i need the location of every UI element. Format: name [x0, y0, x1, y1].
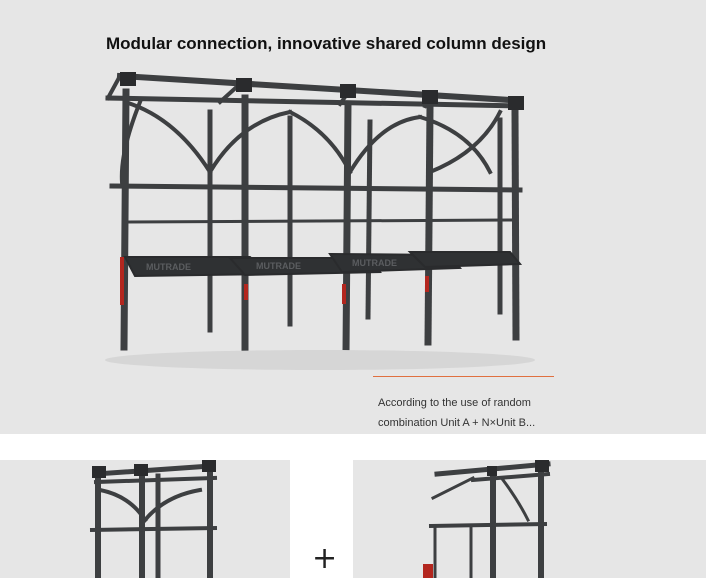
- hero-title: Modular connection, innovative shared co…: [106, 34, 547, 53]
- unit-a-panel: [0, 460, 290, 578]
- unit-b-image: [423, 460, 551, 578]
- brand-mark: MUTRADE: [352, 258, 397, 268]
- caption-line: According to the use of random: [378, 397, 531, 409]
- parking-system-image: MUTRADE MUTRADE MUTRADE: [105, 72, 535, 370]
- unit-b-panel: [353, 460, 706, 578]
- caption-divider: [373, 376, 554, 377]
- hero-section: Modular connection, innovative shared co…: [0, 0, 706, 434]
- plus-sign: +: [312, 541, 338, 576]
- caption: According to the use of random combinati…: [378, 393, 608, 433]
- brand-mark: MUTRADE: [256, 261, 301, 271]
- brand-mark: MUTRADE: [146, 262, 191, 272]
- caption-line: combination Unit A + N×Unit B...: [378, 417, 536, 429]
- unit-a-image: [89, 460, 218, 578]
